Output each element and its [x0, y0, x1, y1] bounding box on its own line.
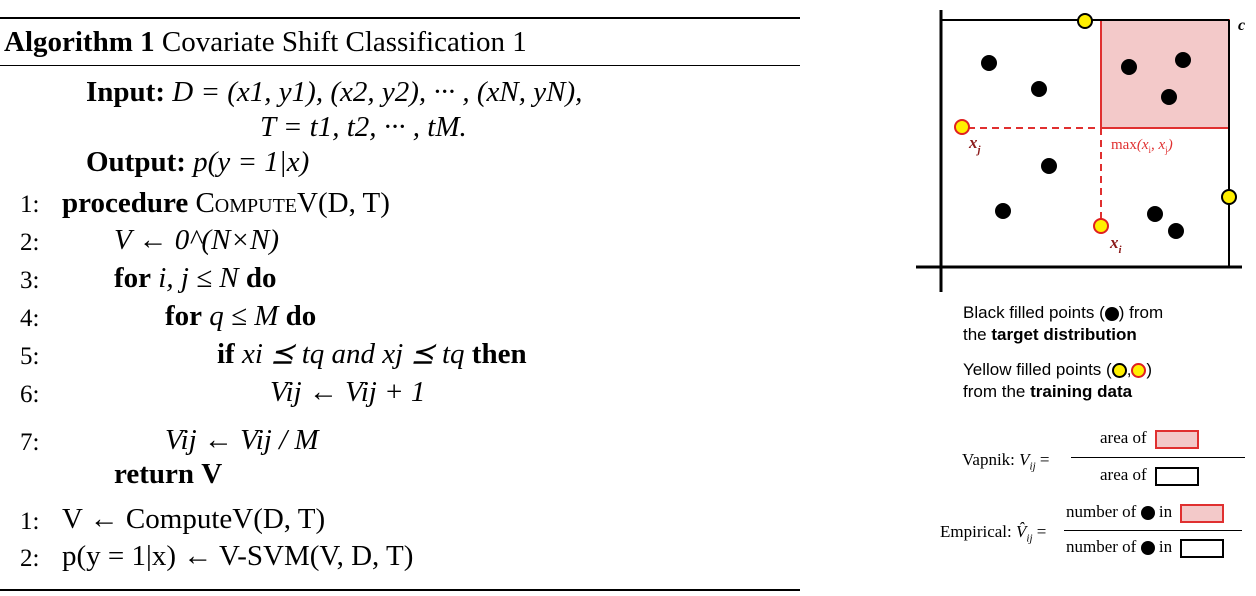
algo-line-7: Vij ← Vij / M [165, 424, 319, 456]
target-point [1041, 158, 1057, 174]
input-line-2: T = t1, t2, ··· , tM. [260, 111, 467, 143]
vapnik-fraction-bar [1071, 457, 1245, 458]
red-box-icon [1154, 429, 1199, 449]
main-line-1: V ← ComputeV(D, T) [62, 503, 326, 535]
target-point [981, 55, 997, 71]
yellow-dot-icon [1111, 363, 1127, 379]
white-box-icon [1154, 466, 1199, 486]
output-line: Output: p(y = 1|x) [86, 146, 310, 178]
algo-line-1: procedure ComputeV(D, T) [62, 187, 390, 219]
line-number: 4: [20, 305, 40, 332]
line-number: 2: [20, 545, 40, 572]
training-point-xi [1093, 218, 1109, 234]
black-dot-icon [1104, 306, 1119, 321]
algo-line-5: if xi ⪯ tq and xj ⪯ tq then [217, 338, 527, 370]
red-box-icon [1180, 503, 1225, 523]
algo-line-6: Vij ← Vij + 1 [270, 376, 426, 408]
bottom-rule [0, 589, 800, 591]
xi-label: xi [1109, 233, 1123, 256]
line-number: 7: [20, 429, 40, 456]
line-number: 5: [20, 343, 40, 370]
target-point [1031, 81, 1047, 97]
xj-label: xj [968, 133, 982, 156]
shaded-region [1100, 19, 1230, 129]
empirical-fraction-bar [1064, 530, 1242, 531]
line-number: 6: [20, 381, 40, 408]
main-line-2: p(y = 1|x) ← V-SVM(V, D, T) [62, 540, 414, 572]
empirical-label: Empirical: V̂ij = [940, 522, 1047, 545]
target-points [981, 52, 1191, 239]
target-point [1168, 223, 1184, 239]
target-point [1121, 59, 1137, 75]
max-label: max(xi, xj) [1111, 137, 1173, 155]
training-point-xj [954, 119, 970, 135]
white-box-icon [1180, 538, 1225, 558]
black-dot-icon [1140, 541, 1155, 556]
input-line: Input: D = (x1, y1), (x2, y2), ··· , (xN… [86, 76, 583, 108]
legend-black: Black filled points () from the target d… [963, 303, 1164, 344]
vapnik-numerator: area of [1100, 428, 1199, 449]
vapnik-label: Vapnik: Vij = [962, 450, 1050, 473]
title-rule [0, 65, 800, 66]
algo-line-4: for q ≤ M do [165, 300, 317, 332]
vapnik-diagram: c xj xi max(xi, xj) [916, 10, 1245, 292]
line-number: 1: [20, 508, 40, 535]
vapnik-denominator: area of [1100, 465, 1199, 486]
empirical-numerator: number of in [1066, 502, 1225, 523]
top-rule [0, 17, 800, 19]
target-point [1161, 89, 1177, 105]
corner-label: c [1238, 17, 1245, 34]
algo-return: return V [114, 458, 223, 490]
line-number: 2: [20, 229, 40, 256]
empirical-denominator: number of in [1066, 537, 1225, 558]
line-number: 1: [20, 191, 40, 218]
algorithm-title: Algorithm 1 Covariate Shift Classificati… [4, 26, 527, 58]
algo-line-3: for i, j ≤ N do [114, 262, 277, 294]
training-point [1077, 13, 1093, 29]
black-dot-icon [1140, 506, 1155, 521]
target-point [1147, 206, 1163, 222]
legend-yellow: Yellow filled points (,) from the traini… [963, 360, 1153, 401]
algo-line-2: V ← 0^(N×N) [114, 224, 279, 256]
target-point [1175, 52, 1191, 68]
target-point [995, 203, 1011, 219]
yellow-red-dot-icon [1131, 363, 1147, 379]
training-point [1221, 189, 1237, 205]
line-number: 3: [20, 267, 40, 294]
